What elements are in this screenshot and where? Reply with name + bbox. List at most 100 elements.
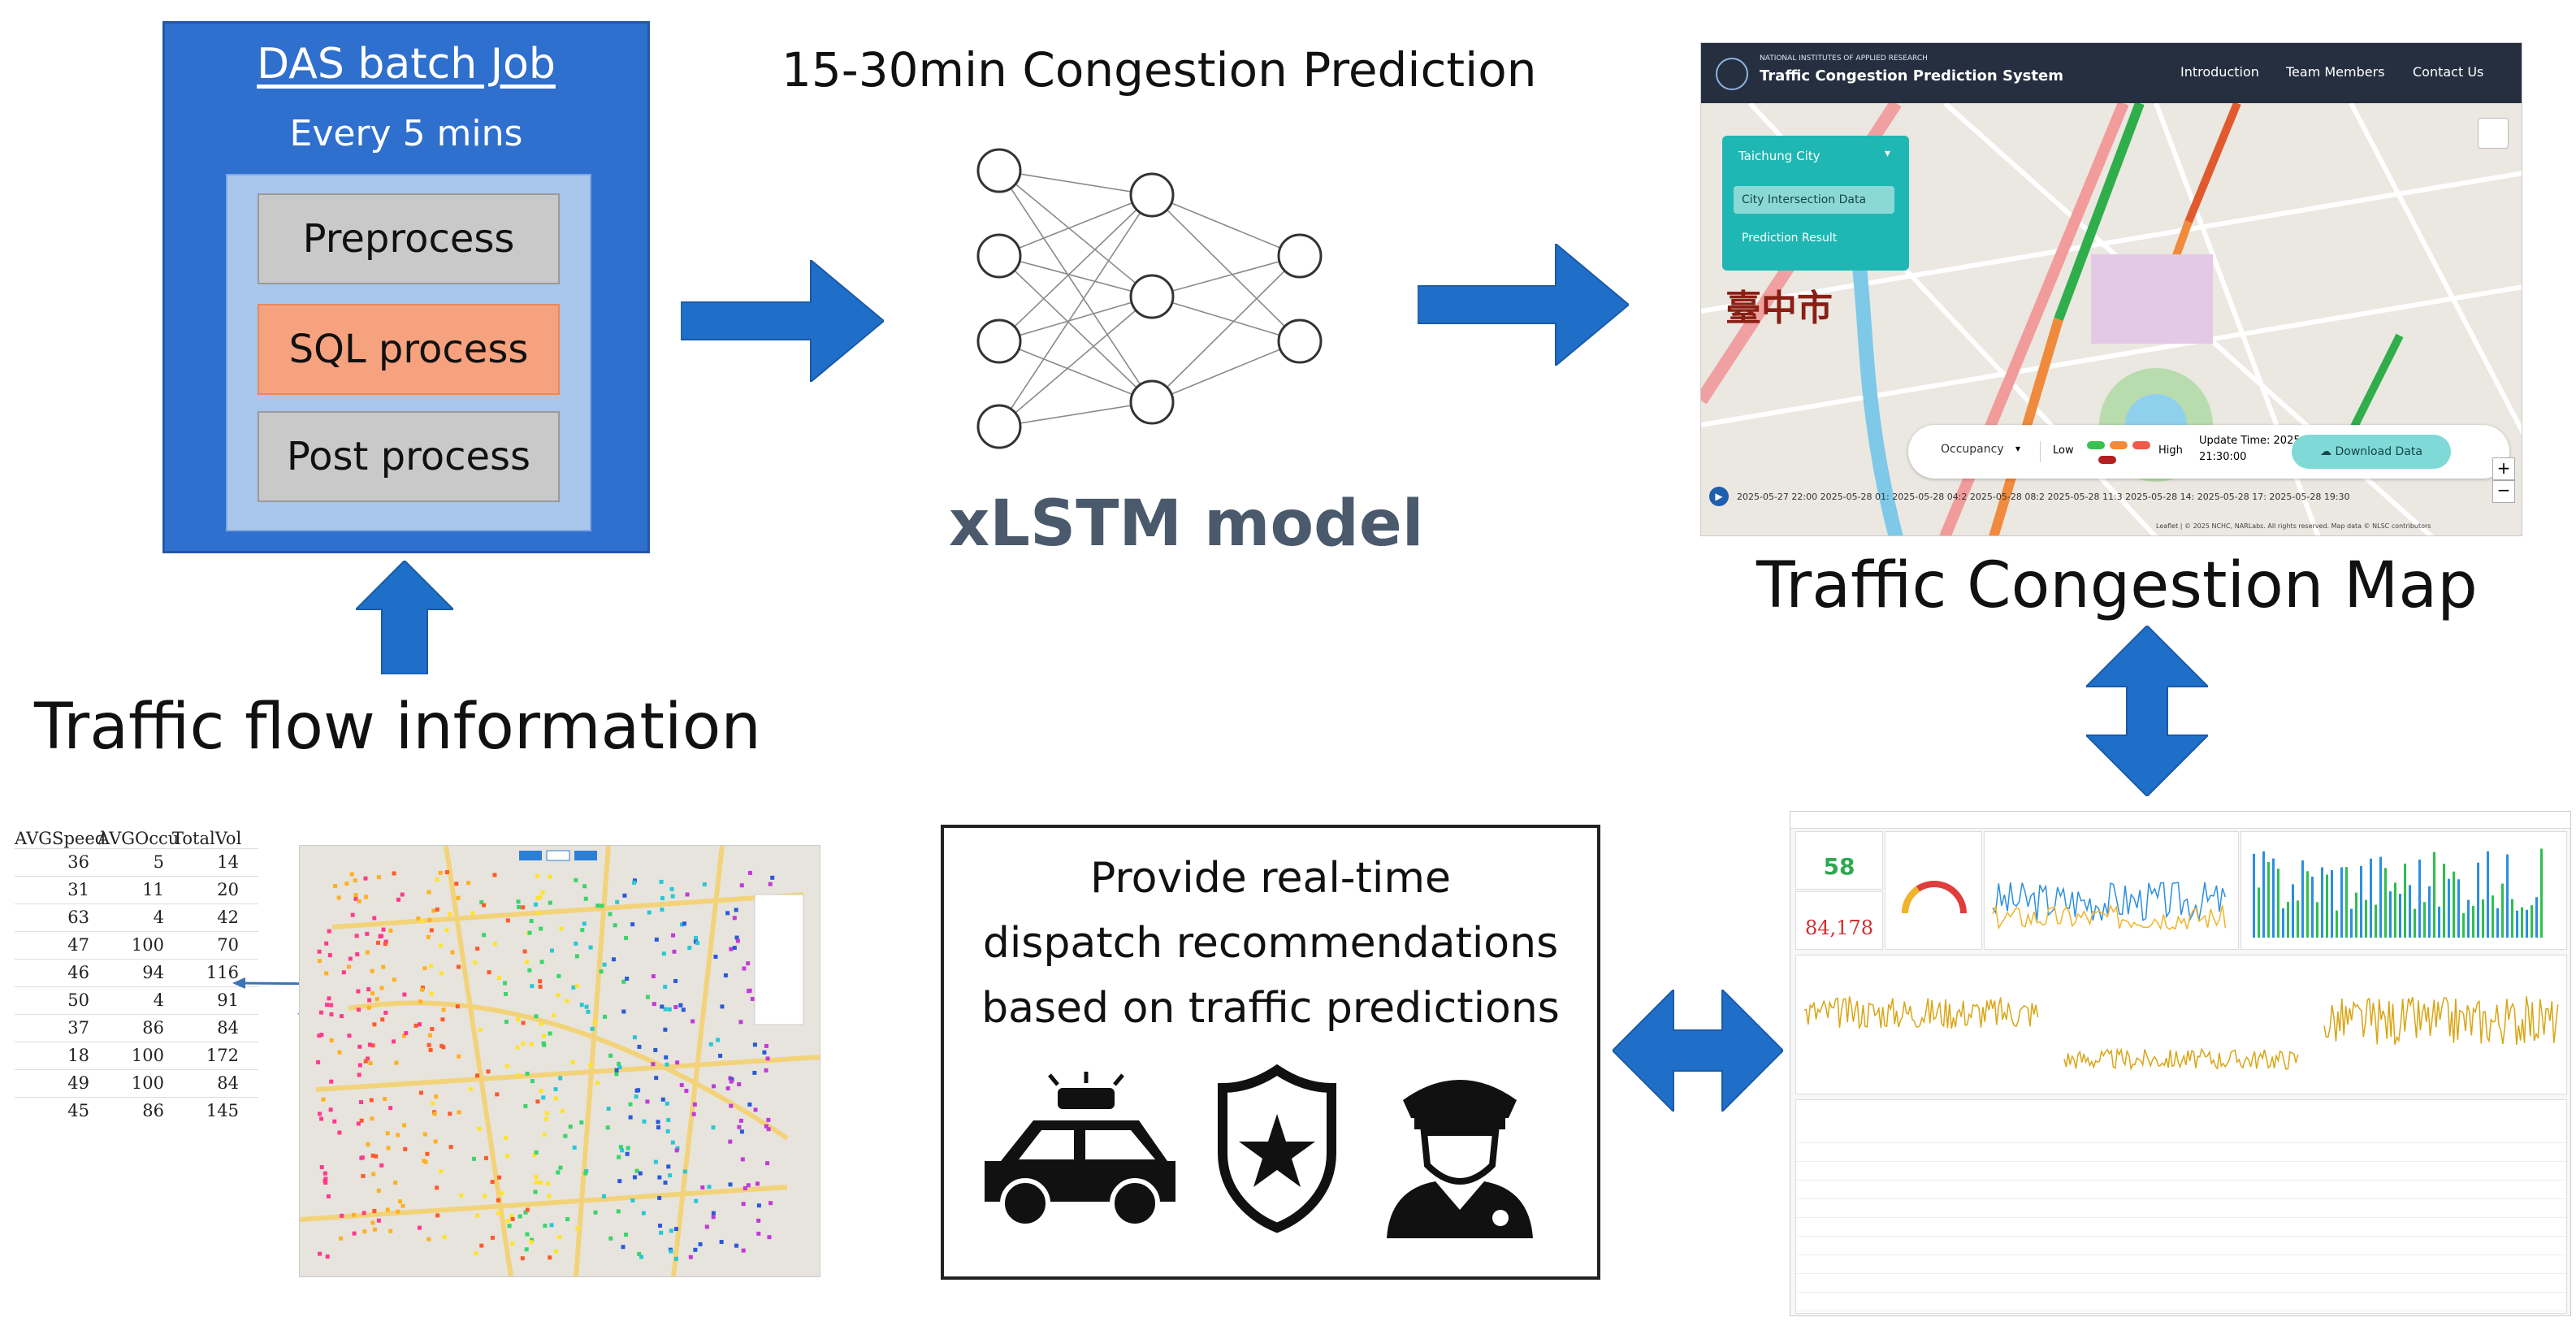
- detector-point: [764, 1068, 768, 1072]
- detector-point: [329, 1038, 334, 1042]
- detector-point: [365, 950, 370, 955]
- dashboard-bar: [2272, 858, 2275, 938]
- dashboard-bar: [2526, 909, 2528, 938]
- detector-point: [429, 991, 434, 996]
- detector-point: [425, 1151, 430, 1156]
- legend-divider: [2040, 441, 2041, 462]
- dashboard-bar: [2306, 871, 2309, 938]
- detector-point: [520, 1256, 525, 1261]
- detector-point: [538, 895, 543, 899]
- detector-point: [764, 1043, 768, 1048]
- detector-point: [317, 949, 322, 954]
- timeline-tick[interactable]: 2025-05-28 19:30: [2269, 492, 2350, 502]
- detector-point: [647, 910, 652, 915]
- detector-point: [516, 899, 521, 904]
- zoom-in-button[interactable]: +: [2492, 457, 2515, 480]
- detector-point: [318, 1010, 323, 1015]
- detector-point: [539, 1021, 543, 1026]
- timeline-tick[interactable]: 2025-05-28 14:: [2125, 492, 2195, 502]
- detector-point: [658, 1224, 663, 1228]
- play-icon[interactable]: ▶: [1709, 487, 1729, 506]
- dashboard-bar: [2428, 886, 2431, 938]
- dashboard-bar: [2258, 887, 2260, 938]
- detector-point: [359, 1118, 364, 1123]
- detector-point: [370, 968, 374, 973]
- metric-card-a: 58: [1795, 831, 1883, 890]
- detector-point: [654, 1076, 659, 1081]
- detector-point: [575, 1226, 580, 1231]
- map-attribution: Leaflet | © 2025 NCHC, NARLabs. All righ…: [2156, 522, 2431, 530]
- detector-point: [317, 1034, 322, 1038]
- chevron-down-icon[interactable]: ▾: [1885, 147, 1891, 160]
- detector-point: [363, 1059, 368, 1064]
- detector-point: [361, 1173, 366, 1178]
- download-label: Download Data: [2335, 445, 2422, 458]
- nav-introduction[interactable]: Introduction: [2180, 64, 2259, 80]
- detector-point: [523, 1210, 528, 1215]
- city-select[interactable]: Taichung City: [1738, 149, 1821, 163]
- dashboard-bar: [2282, 908, 2284, 938]
- detector-point: [688, 1254, 693, 1259]
- detector-point: [422, 1132, 427, 1137]
- detector-point: [580, 928, 585, 933]
- detector-point: [617, 1064, 622, 1069]
- detector-point: [663, 985, 668, 990]
- detector-point: [725, 1086, 730, 1090]
- download-data-button[interactable]: ☁ Download Data: [2292, 435, 2451, 469]
- detector-point: [349, 872, 354, 877]
- detector-point: [556, 973, 561, 978]
- detector-point: [362, 1211, 366, 1216]
- detector-point: [369, 1098, 374, 1103]
- legend-select[interactable]: Occupancy: [1941, 443, 2004, 456]
- timeline-tick[interactable]: 2025-05-28 01:: [1820, 492, 1890, 502]
- detector-point: [599, 969, 604, 974]
- detector-point: [563, 1133, 568, 1138]
- detector-point: [323, 1176, 328, 1181]
- nav-team-members[interactable]: Team Members: [2286, 64, 2385, 80]
- detector-point: [746, 961, 751, 966]
- das-interval: Every 5 mins: [289, 113, 523, 154]
- layers-icon[interactable]: [2478, 118, 2509, 149]
- detector-point: [558, 1165, 563, 1170]
- detector-point: [367, 1042, 372, 1047]
- detector-point: [525, 1232, 530, 1237]
- detector-point: [376, 1188, 381, 1193]
- detector-point: [630, 922, 635, 927]
- raw-data-row: [1796, 1237, 2566, 1255]
- timeline-tick[interactable]: 2025-05-27 22:00: [1737, 492, 1818, 502]
- city-intersection-data-button[interactable]: City Intersection Data: [1734, 186, 1894, 214]
- timeline-tick[interactable]: 2025-05-28 04:2: [1892, 492, 1968, 502]
- detector-point: [534, 1150, 539, 1155]
- detector-point: [742, 1185, 747, 1190]
- nav-contact-us[interactable]: Contact Us: [2413, 64, 2484, 80]
- timeline-tick[interactable]: 2025-05-28 11:3: [2047, 492, 2123, 502]
- legend-chevron-icon[interactable]: ▾: [2015, 443, 2021, 454]
- detector-point: [534, 1180, 539, 1185]
- detector-point: [584, 1168, 589, 1173]
- detector-point: [659, 1230, 664, 1235]
- flow-table-cell: 100: [131, 1046, 164, 1065]
- map-timeline[interactable]: 2025-05-27 22:00 2025-05-28 01: 2025-05-…: [1737, 492, 2484, 502]
- detector-point: [374, 1154, 379, 1159]
- detector-point: [656, 1120, 660, 1124]
- detector-point: [392, 1039, 396, 1044]
- detector-point: [388, 1228, 393, 1233]
- detector-point: [675, 1060, 680, 1065]
- detector-point: [403, 1146, 408, 1151]
- timeline-tick[interactable]: 2025-05-28 08:2: [1969, 492, 2046, 502]
- detector-point: [645, 994, 650, 999]
- detector-point: [375, 940, 380, 945]
- detector-point: [762, 1050, 767, 1055]
- map-top-button: [546, 850, 570, 861]
- detector-point: [426, 890, 431, 895]
- zoom-out-button[interactable]: −: [2492, 480, 2515, 503]
- dashboard-bar: [2267, 861, 2270, 938]
- detector-point: [326, 1194, 331, 1198]
- dashboard-bar: [2331, 869, 2333, 938]
- timeline-tick[interactable]: 2025-05-28 17:: [2197, 492, 2266, 502]
- detector-point: [700, 1185, 705, 1190]
- detector-point: [634, 1168, 639, 1173]
- prediction-result-button[interactable]: Prediction Result: [1742, 232, 1838, 245]
- detector-point: [317, 959, 322, 964]
